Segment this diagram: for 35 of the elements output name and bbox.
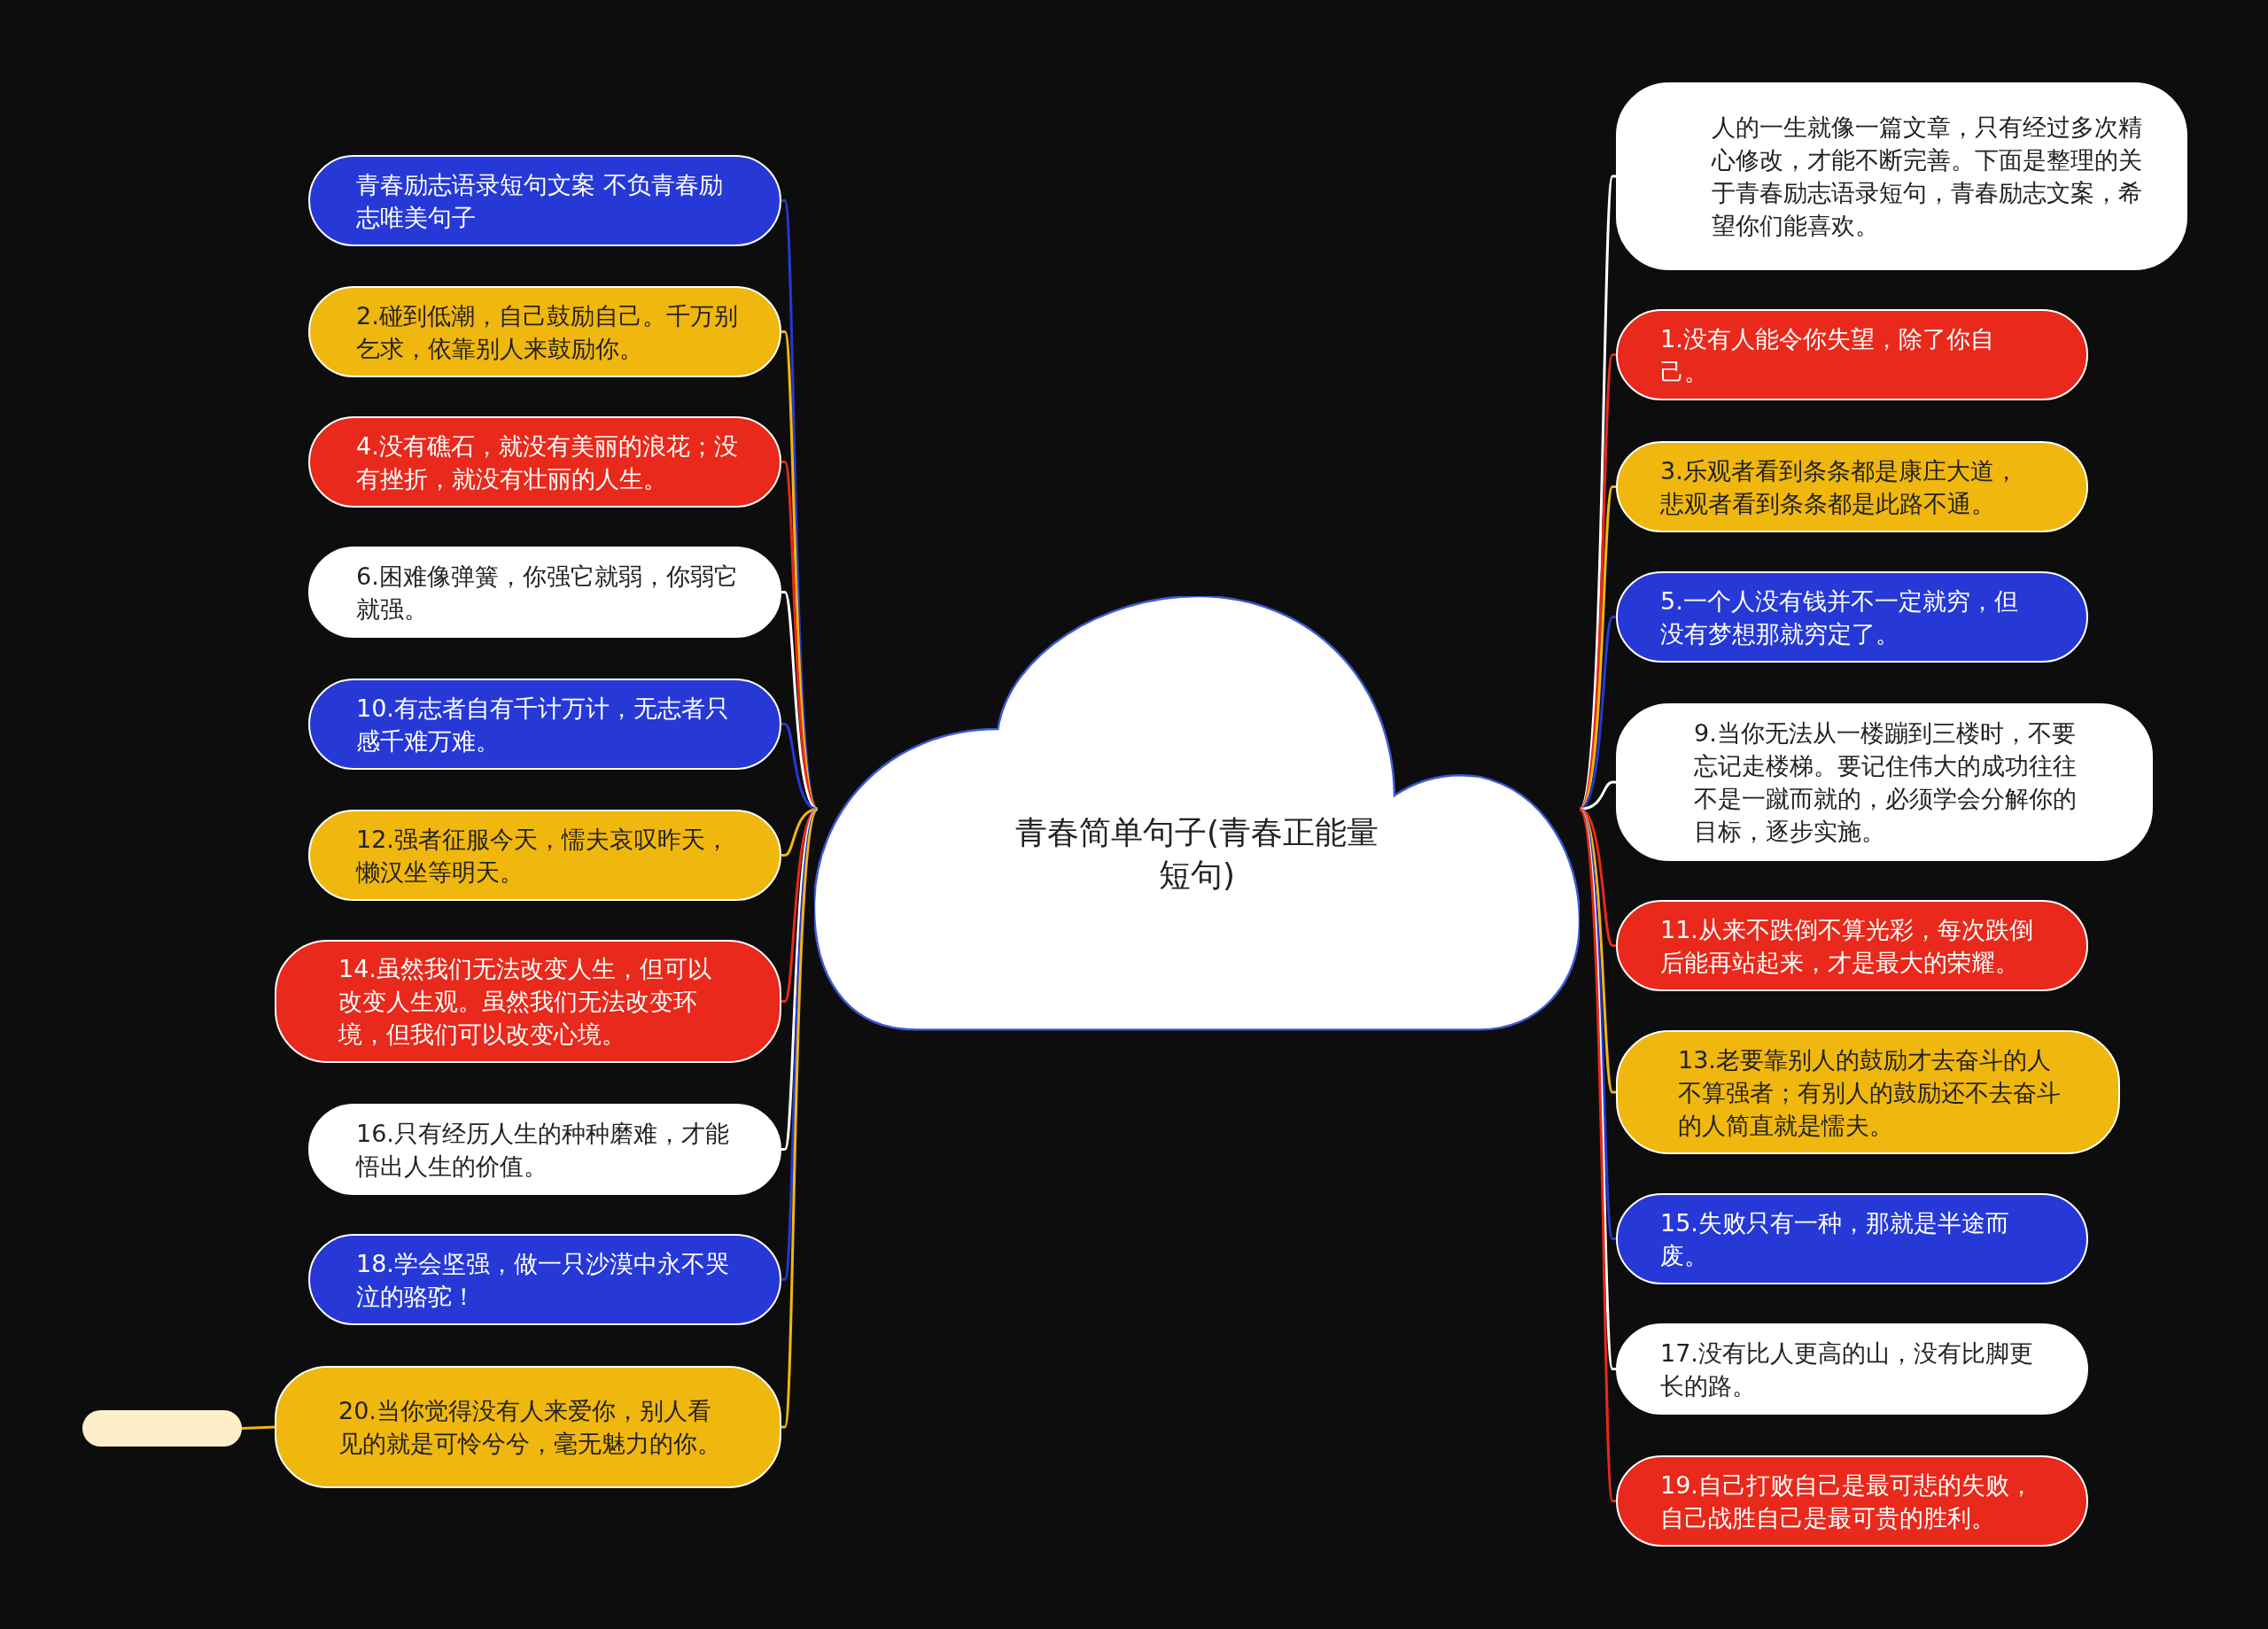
quote-text: 13.老要靠别人的鼓励才去奋斗的人不算强者；有别人的鼓励还不去奋斗的人简直就是懦夫。 — [1678, 1044, 2062, 1141]
quote-text: 9.当你无法从一楼蹦到三楼时，不要忘记走楼梯。要记住伟大的成功往往不是一蹴而就的，必须学会分解你的目标，逐步实施。 — [1694, 718, 2078, 847]
connector-line — [781, 591, 819, 811]
central-topic-text: 青春简单句子(青春正能量短句) — [1014, 812, 1379, 895]
connector-line — [1578, 353, 1617, 811]
box-shape — [82, 1410, 242, 1447]
quote-text: 20.当你觉得没有人来爱你，别人看见的就是可怜兮兮，毫无魅力的你。 — [338, 1396, 722, 1459]
quote-text: 青春励志语录短句文案 不负青春励志唯美句子 — [356, 169, 724, 233]
quote-text: 19.自己打败自己是最可悲的失败，自己战胜自己是最可贵的胜利。 — [1660, 1470, 2033, 1533]
connector-line — [241, 1425, 276, 1430]
connector-line — [781, 808, 819, 1151]
quote-text: 18.学会坚强，做一只沙漠中永不哭泣的骆驼！ — [356, 1248, 730, 1312]
quote-text: 17.没有比人更高的山，没有比脚更长的路。 — [1660, 1338, 2033, 1401]
connector-line — [1579, 616, 1616, 811]
quote-text: 12.强者征服今天，懦夫哀叹昨天，懒汉坐等明天。 — [356, 824, 730, 888]
connector-line — [1578, 808, 1617, 1240]
quote-text: 5.一个人没有钱并不一定就穷，但没有梦想那就穷定了。 — [1660, 586, 2019, 649]
topic-pill — [1616, 82, 2187, 270]
quote-text: 2.碰到低潮，自己鼓励自己。千万别乞求，依靠别人来鼓励你。 — [356, 300, 739, 364]
connector-line — [781, 808, 819, 1429]
quote-text: 6.困难像弹簧，你强它就弱，你弱它就强。 — [356, 561, 739, 624]
quote-text: 人的一生就像一篇文章，只有经过多次精心修改，才能不断完善。下面是整理的关于青春励志语录短句，青春励志文案，希望你们能喜欢。 — [1712, 112, 2143, 241]
quote-text: 3.乐观者看到条条都是康庄大道，悲观者看到条条都是此路不通。 — [1660, 455, 2019, 519]
quote-text: 4.没有礁石，就没有美丽的浪花；没有挫折，就没有壮丽的人生。 — [356, 431, 739, 494]
connector-line — [781, 808, 819, 857]
topic-pill — [1616, 703, 2153, 861]
connector-line — [1578, 809, 1617, 1502]
connector-line — [1579, 780, 1616, 811]
connector-line — [781, 330, 819, 811]
quote-text: 11.从来不跌倒不算光彩，每次跌倒后能再站起来，才是最大的荣耀。 — [1660, 914, 2033, 978]
quote-text: 1.没有人能令你失望，除了你自己。 — [1660, 323, 1995, 387]
quote-text: 14.虽然我们无法改变人生，但可以改变人生观。虽然我们无法改变环境，但我们可以改变心境。 — [338, 954, 712, 1050]
quote-text: 15.失败只有一种，那就是半途而废。 — [1660, 1207, 2010, 1271]
quote-text: 10.有志者自有千计万计，无志者只感千难万难。 — [356, 693, 730, 756]
quote-text: 16.只有经历人生的种种磨难，才能悟出人生的价值。 — [356, 1118, 730, 1182]
